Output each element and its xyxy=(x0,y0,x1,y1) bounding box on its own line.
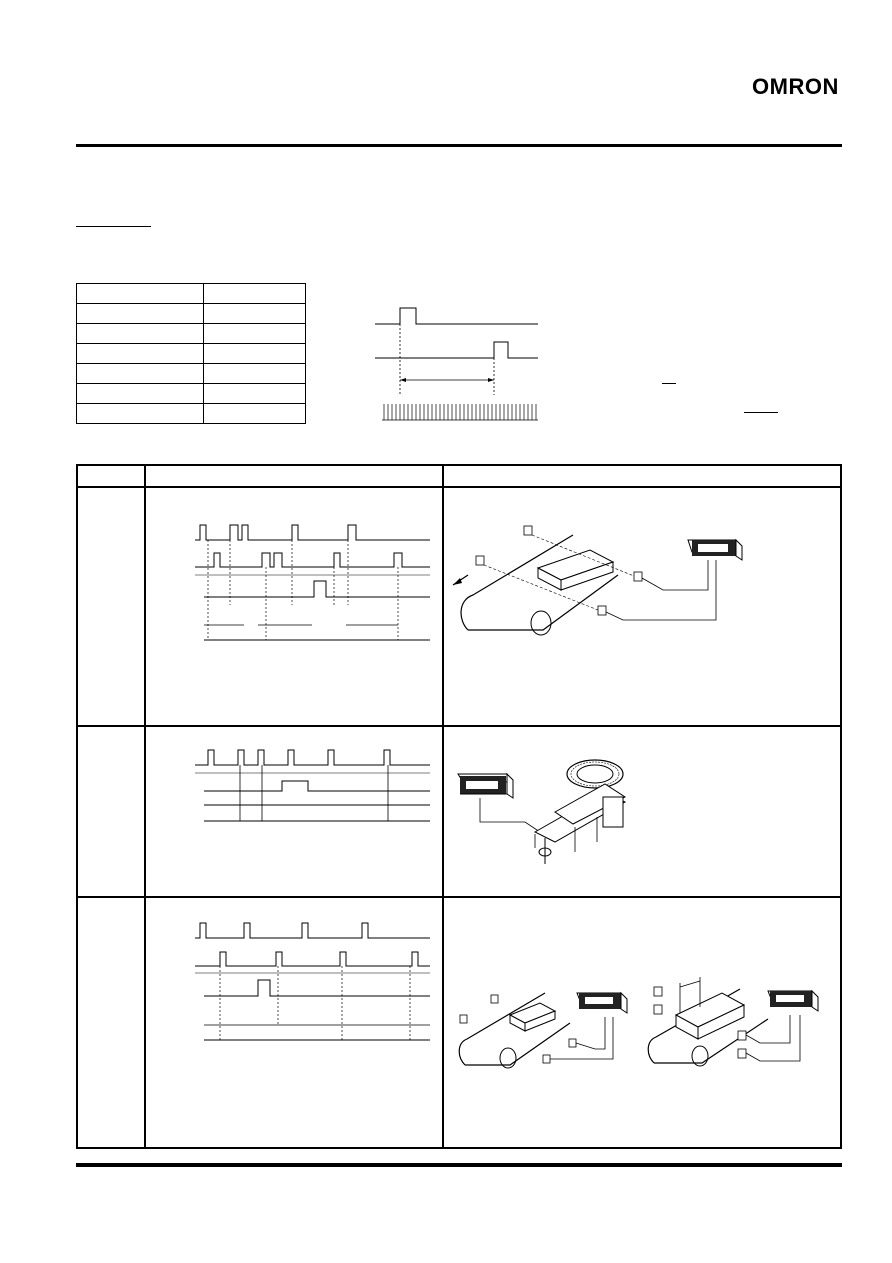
conveyor-illustration-3b xyxy=(647,977,819,1067)
conveyor-illustration-3a xyxy=(458,991,628,1069)
table-row xyxy=(76,303,306,324)
timing-diagram-top xyxy=(375,307,538,421)
omron-logo: OMRON xyxy=(752,74,839,99)
table-row xyxy=(76,383,306,404)
rotary-feed-illustration xyxy=(457,759,627,864)
table-row xyxy=(76,403,306,424)
formula-rule xyxy=(744,412,778,413)
table-row xyxy=(76,323,306,344)
spec-table xyxy=(76,283,306,424)
table-row xyxy=(76,363,306,384)
section-heading-underline xyxy=(76,226,151,227)
application-table xyxy=(76,464,842,1149)
table-row xyxy=(76,343,306,364)
formula-rule xyxy=(662,383,676,384)
timing-diagram-1 xyxy=(195,524,430,641)
conveyor-illustration-1 xyxy=(452,525,743,636)
timing-diagram-2 xyxy=(195,749,430,822)
table-row xyxy=(76,283,306,304)
timing-diagram-3 xyxy=(195,922,430,1041)
header-rule xyxy=(76,144,842,147)
footer-rule xyxy=(76,1163,842,1167)
